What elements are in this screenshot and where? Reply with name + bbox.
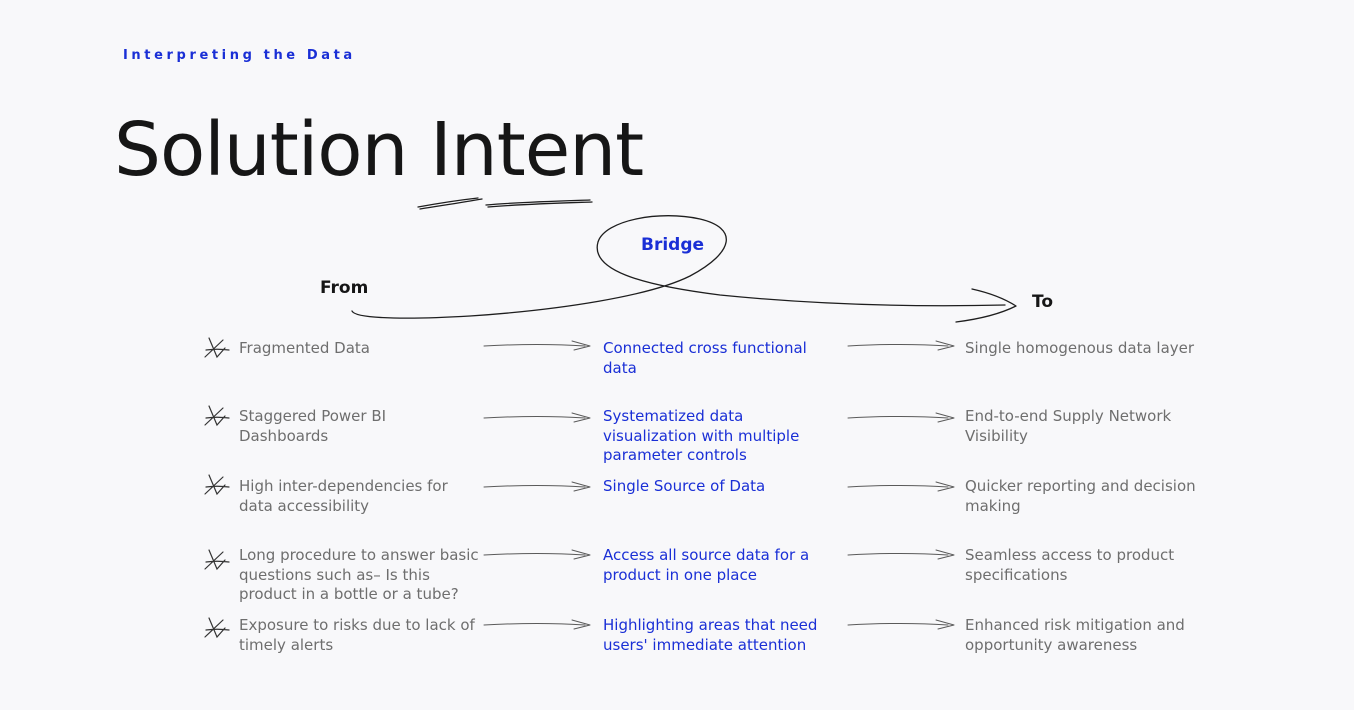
to-item: Enhanced risk mitigation and opportunity…	[965, 616, 1185, 654]
title-underline-scribble	[417, 197, 593, 210]
section-eyebrow: Interpreting the Data	[123, 48, 356, 63]
to-item: Seamless access to product specification…	[965, 546, 1175, 584]
column-label-to: To	[1032, 292, 1054, 312]
crossed-out-arrow-icon	[204, 549, 230, 571]
column-label-from: From	[320, 278, 369, 298]
bridge-item: Connected cross functional data	[603, 339, 807, 377]
to-item: Quicker reporting and decision making	[965, 477, 1196, 515]
to-item: Single homogenous data layer	[965, 339, 1195, 357]
to-item: End-to-end Supply Network Visibility	[965, 407, 1172, 445]
crossed-out-arrow-icon	[204, 337, 230, 359]
crossed-out-arrow-icon	[204, 617, 230, 639]
from-item: Exposure to risks due to lack of timely …	[239, 616, 475, 654]
bridge-item: Single Source of Data	[603, 477, 766, 495]
bridge-item: Systematized data visualization with mul…	[603, 407, 800, 464]
bridge-item: Access all source data for a product in …	[603, 546, 810, 584]
bridge-loop-sketch	[351, 215, 1017, 323]
page-title: Solution Intent	[114, 107, 644, 193]
crossed-out-arrow-icon	[204, 474, 230, 496]
bridge-item: Highlighting areas that need users' imme…	[603, 616, 818, 654]
column-label-bridge: Bridge	[641, 235, 705, 255]
from-item: Long procedure to answer basic questions…	[239, 546, 479, 603]
crossed-out-arrow-icon	[204, 405, 230, 427]
from-item: Staggered Power BI Dashboards	[239, 407, 387, 445]
from-item: Fragmented Data	[239, 339, 370, 357]
from-item: High inter-dependencies for data accessi…	[239, 477, 448, 515]
row-connectors	[483, 340, 955, 630]
